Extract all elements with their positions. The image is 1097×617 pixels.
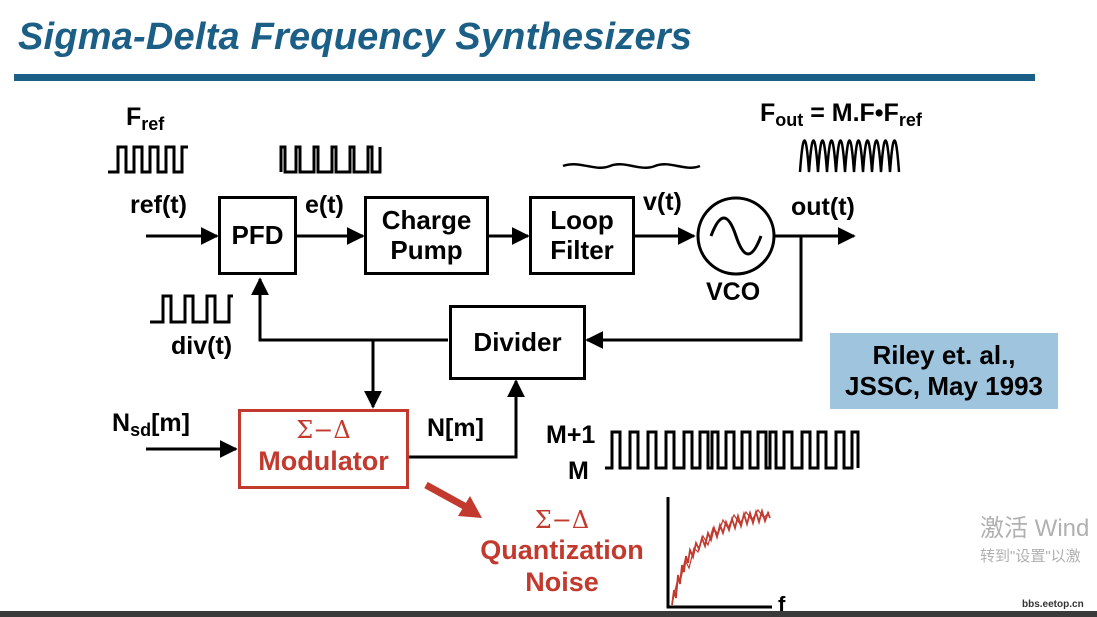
sine-icon [709,216,763,256]
modulator-label: Modulator [258,446,389,476]
footer-url: bbs.eetop.cn [1022,599,1084,610]
sigma-delta-symbol: Σ−Δ [296,416,351,444]
nm-waveform [605,430,860,470]
v-waveform [562,163,701,169]
out-waveform [798,139,901,173]
e-waveform [279,145,382,174]
fref-label: Fref [126,103,165,134]
pfd-block: PFD [218,196,297,275]
div-t-label: div(t) [171,332,233,360]
bottom-bar [0,611,1097,617]
title-underline [14,74,1035,81]
out-t-label: out(t) [791,193,855,221]
nm-label: N[m] [427,414,484,442]
ref-t-label: ref(t) [130,191,187,219]
nsd-label: Nsd[m] [112,409,190,440]
noise-arrow [424,481,468,511]
citation-line-2: JSSC, May 1993 [844,371,1043,401]
sigma-delta-modulator-block: Σ−Δ Modulator [238,409,409,489]
v-t-label: v(t) [643,188,682,216]
fref-waveform [108,145,188,174]
activation-watermark: 激活 Wind 转到"设置"以激 [980,515,1090,565]
m-plus-1-label: M+1 [546,421,596,449]
noise-arrow-head [458,496,482,518]
m-label: M [568,457,589,485]
fout-label: Fout = M.F•Fref [760,99,922,130]
noise-spectrum-trace [671,507,771,606]
e-t-label: e(t) [305,191,344,219]
div-waveform [150,294,233,324]
frequency-axis-label: f [778,592,786,617]
vco-circle [696,196,776,276]
divider-block: Divider [449,305,586,380]
quantization-noise-label: Σ−Δ Quantization Noise [480,506,644,597]
citation-line-1: Riley et. al., [872,340,1016,370]
slide-title: Sigma-Delta Frequency Synthesizers [18,16,693,58]
citation-box: Riley et. al., JSSC, May 1993 [830,333,1058,409]
vco-label: VCO [706,278,761,306]
